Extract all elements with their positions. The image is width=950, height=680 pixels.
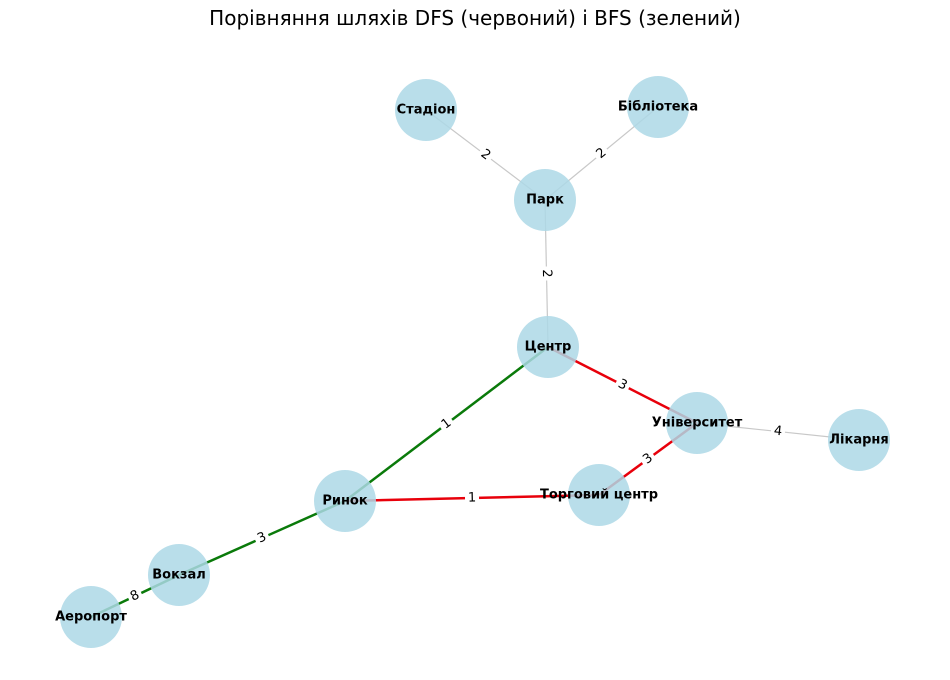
node-label: Університет: [652, 416, 743, 431]
edge-weight-label: 8: [124, 584, 146, 608]
node-aeroport: Аеропорт: [55, 586, 127, 648]
edge-weight-text: 2: [539, 269, 554, 278]
edge-weight-label: 2: [537, 266, 556, 281]
node-stadion: Стадіон: [395, 79, 457, 141]
edge-weight-text: 1: [468, 490, 477, 505]
node-circle: [828, 409, 890, 471]
node-circle: [627, 76, 689, 138]
node-label: Аеропорт: [55, 610, 127, 625]
node-label: Парк: [526, 193, 564, 208]
node-rynok: Ринок: [314, 470, 376, 532]
node-label: Торговий центр: [540, 488, 658, 503]
edge-weight-text: 4: [773, 424, 783, 440]
node-circle: [568, 464, 630, 526]
node-park: Парк: [514, 169, 576, 231]
edge-labels-layer: 2 2 2 4 3 3 1 1 3 8: [124, 142, 786, 608]
node-circle: [666, 392, 728, 454]
node-tsentr: Центр: [517, 316, 579, 378]
node-likarnia: Лікарня: [828, 409, 890, 471]
node-label: Вокзал: [152, 568, 206, 583]
edge-weight-label: 3: [612, 373, 633, 397]
edge-weight-label: 4: [770, 421, 786, 442]
edge-weight-label: 1: [435, 412, 458, 436]
node-circle: [517, 316, 579, 378]
node-label: Центр: [525, 340, 572, 355]
nodes-layer: Стадіон БібліотекаПаркЦентрУніверситетЛік…: [55, 76, 890, 648]
node-circle: [395, 79, 457, 141]
node-torhovyi: Торговий центр: [540, 464, 658, 526]
node-circle: [148, 544, 210, 606]
node-label: Бібліотека: [618, 100, 698, 115]
edge-weight-label: 2: [590, 142, 613, 165]
node-circle: [60, 586, 122, 648]
node-label: Стадіон: [397, 103, 456, 118]
node-label: Лікарня: [829, 433, 888, 448]
node-universytet: Університет: [652, 392, 743, 454]
edges-layer: [90, 106, 860, 619]
node-vokzal: Вокзал: [148, 544, 210, 606]
node-circle: [514, 169, 576, 231]
node-biblioteka: Бібліотека: [618, 76, 698, 138]
edge-weight-label: 1: [464, 488, 480, 508]
diagram-title: Порівняння шляхів DFS (червоний) і BFS (…: [209, 6, 741, 30]
edge-weight-label: 2: [474, 143, 497, 167]
edge-weight-label: 3: [637, 447, 659, 471]
node-label: Ринок: [322, 494, 368, 509]
edge-weight-label: 3: [251, 526, 273, 550]
node-circle: [314, 470, 376, 532]
